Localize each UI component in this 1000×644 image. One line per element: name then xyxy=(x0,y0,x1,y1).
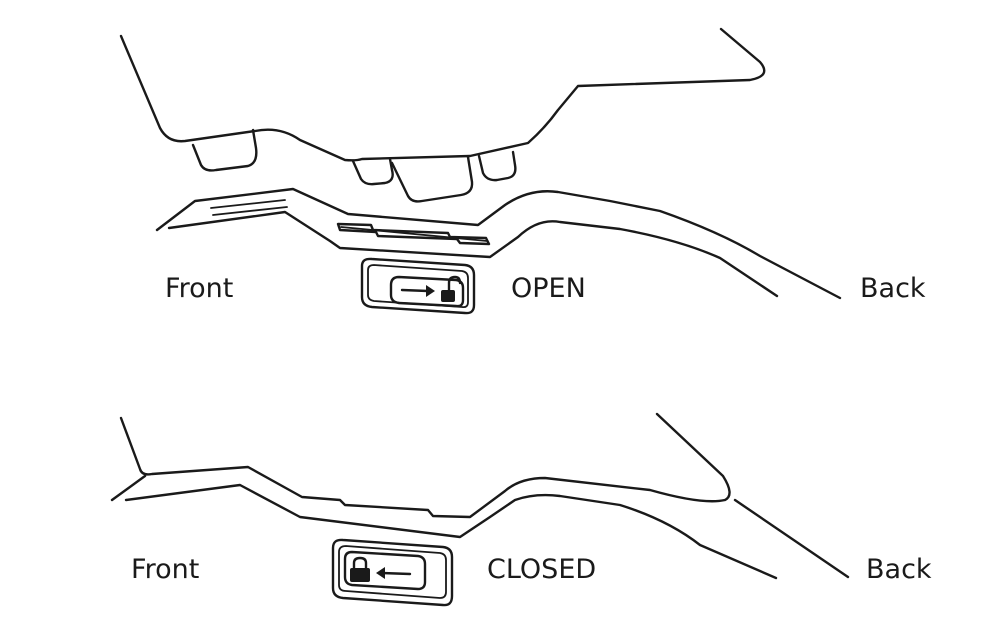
body-top-edge xyxy=(155,187,842,300)
back-label: Back xyxy=(866,554,932,585)
lid-edge-left xyxy=(119,412,731,519)
arrow-left-icon xyxy=(376,567,412,579)
lock-open-icon xyxy=(441,275,462,302)
slider-strip-line xyxy=(340,226,488,242)
body-top-edge xyxy=(110,474,147,502)
closed-state-label: CLOSED xyxy=(487,554,597,585)
closed-button[interactable] xyxy=(331,538,454,607)
lid-foot-left xyxy=(191,128,258,172)
open-state-label: OPEN xyxy=(511,273,586,304)
open-panel xyxy=(119,27,842,315)
front-label: Front xyxy=(131,554,200,585)
lid-foot-middle xyxy=(390,155,474,203)
lid-outline xyxy=(119,27,766,162)
lid-foot-right xyxy=(477,150,517,182)
back-label: Back xyxy=(860,273,926,304)
slot-line xyxy=(210,199,286,209)
open-button[interactable] xyxy=(360,257,476,315)
slot-line xyxy=(212,206,288,216)
body-inner-edge xyxy=(124,483,778,580)
body-back-edge xyxy=(733,498,850,579)
lock-closed-icon xyxy=(350,556,370,582)
closed-panel xyxy=(110,412,850,607)
front-label: Front xyxy=(165,273,234,304)
body-inner-edge xyxy=(167,210,779,298)
arrow-right-icon xyxy=(400,285,435,297)
lid-foot-middle-small xyxy=(351,157,394,186)
